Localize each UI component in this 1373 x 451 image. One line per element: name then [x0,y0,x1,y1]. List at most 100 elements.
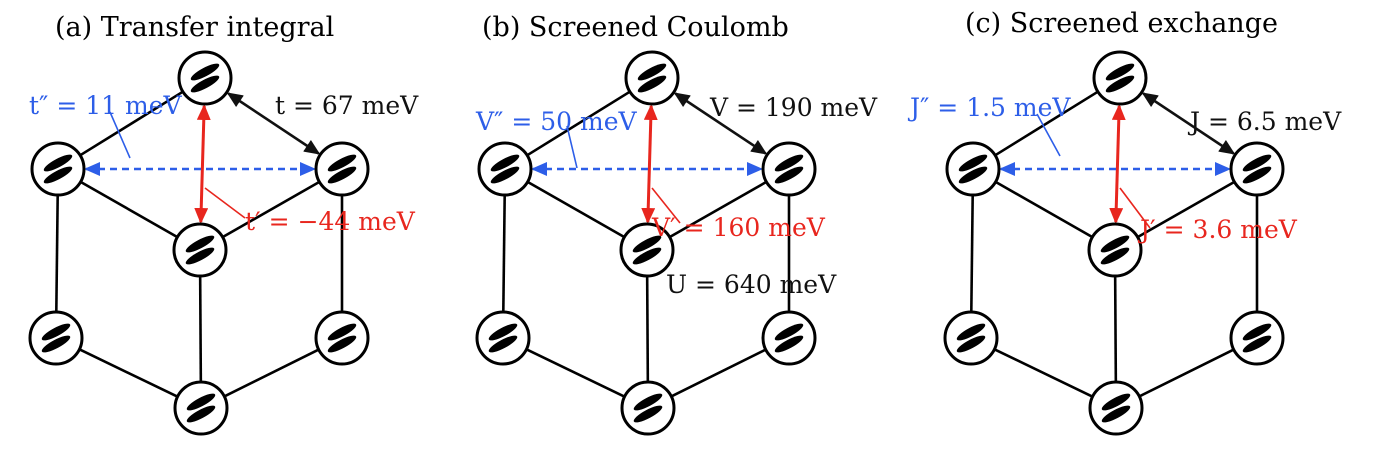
lattice-site-ll [943,310,999,366]
nnn-leader [204,187,246,219]
site-circle [172,222,228,278]
site-circle [1229,141,1285,197]
lattice-site-ur [761,141,817,197]
lattice-site-lr [314,310,370,366]
molecule-bar [488,323,518,341]
lattice-edge-ul-ctr [526,180,626,239]
nn-label: J = 6.5 meV [1187,107,1342,136]
lattice-edge-lr-bot [1138,348,1235,398]
lattice-site-top [1092,50,1148,106]
lattice-site-top [177,50,233,106]
molecule-bar [774,335,804,353]
molecule-bar [185,235,215,253]
site-circle [477,141,533,197]
nn-label: V = 190 meV [709,93,878,122]
site-circle [1092,50,1148,106]
nn-arrow [226,92,321,155]
nnnn-label: t″ = 11 meV [29,91,182,120]
lattice-site-ctr [619,222,675,278]
molecule-bar [633,405,663,423]
molecule-bar [1100,235,1130,253]
nnn-leader [1119,187,1151,229]
molecule-bar [1101,405,1131,423]
panel-title: (a) Transfer integral [55,12,334,43]
lattice-site-lr [1229,310,1285,366]
site-circle [945,141,1001,197]
molecule-bar [1105,75,1135,93]
lattice-edge-ul-ll [970,194,974,313]
molecule-bar [490,166,520,184]
molecule-bar [633,393,663,411]
lattice-edge-ll-bot [78,348,179,398]
molecule-bar [637,75,667,93]
molecule-bar [327,323,357,341]
molecule-bar [956,335,986,353]
panel-0: (a) Transfer integral t = 67 meV t′ = −44 … [28,12,419,436]
molecule-bar [1105,63,1135,81]
molecule-bar [43,166,73,184]
lattice-edge-ctr-ur [668,180,768,239]
molecule-bar [1100,247,1130,265]
lattice-edge-ul-ll [502,194,506,313]
molecule-bar [185,247,215,265]
panel-title: (c) Screened exchange [965,8,1278,39]
lattice-site-bot [1088,380,1144,436]
site-circle [475,310,531,366]
molecule-bar [190,63,220,81]
molecule-bar [1242,166,1272,184]
lattice-edge-lr-bot [670,348,767,398]
nn-arrow [1141,92,1236,155]
site-circle [620,380,676,436]
nn-arrow [673,92,768,155]
site-circle [314,141,370,197]
site-circle [1087,222,1143,278]
molecule-bar [774,323,804,341]
lattice-site-ur [1229,141,1285,197]
lattice-site-top [624,50,680,106]
site-circle [943,310,999,366]
nnnn-label: V″ = 50 meV [475,107,637,136]
molecule-bar [1101,393,1131,411]
molecule-bar [186,393,216,411]
site-circle [624,50,680,106]
nnn-arrow [641,103,658,225]
site-circle [177,50,233,106]
lattice-edge-ul-ll [55,194,59,313]
molecule-bar [1242,154,1272,172]
lattice-edge-ctr-ur [221,180,321,239]
lattice-site-lr [761,310,817,366]
molecule-bar [958,154,988,172]
molecule-bar [327,166,357,184]
site-circle [30,141,86,197]
nnnn-leader [1036,113,1061,157]
site-circle [1229,310,1285,366]
lattice-edge-ctr-bot [645,275,650,383]
nnnn-leader [109,111,131,159]
lattice-edge-lr-bot [223,348,320,398]
lattice-edge-ll-bot [525,348,626,398]
molecule-bar [1242,335,1272,353]
nnnn-leader [566,125,578,169]
nnn-label: t′ = −44 meV [245,207,416,236]
lattice-edge-ul-ctr [994,180,1094,239]
site-circle [761,141,817,197]
site-circle [314,310,370,366]
lattice-edge-ul-ctr [79,180,179,239]
lattice-site-ll [28,310,84,366]
molecule-bar [774,154,804,172]
nn-label: t = 67 meV [275,91,419,120]
nnnn-label: J″ = 1.5 meV [907,93,1071,122]
molecule-bar [490,154,520,172]
lattice-site-bot [173,380,229,436]
lattice-site-ctr [172,222,228,278]
site-circle [173,380,229,436]
lattice-site-ctr [1087,222,1143,278]
molecule-bar [41,323,71,341]
lattice-edge-ctr-bot [1113,275,1118,383]
lattice-site-ul [945,141,1001,197]
lattice-site-ur [314,141,370,197]
nnn-label: V′ = 160 meV [651,213,826,242]
lattice-site-ul [477,141,533,197]
